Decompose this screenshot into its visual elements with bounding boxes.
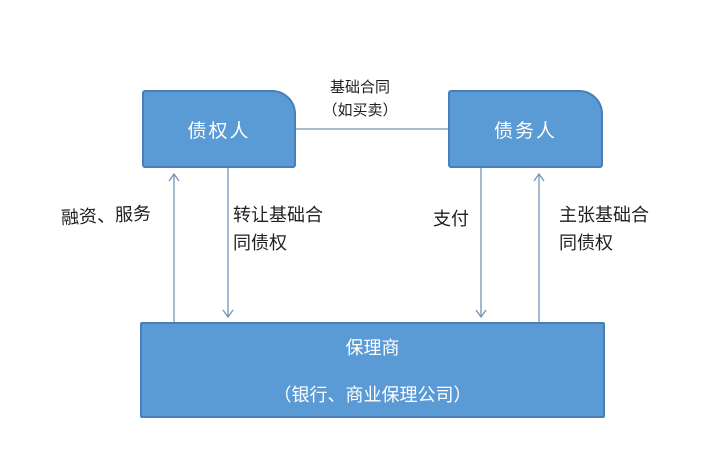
node-factor-label: 保理商 xyxy=(345,337,400,358)
edge-basic-contract-label-line2: （如买卖） xyxy=(322,102,398,119)
node-debtor-label: 债务人 xyxy=(493,120,557,142)
edge-pay-label: 支付 xyxy=(433,209,469,229)
node-creditor-label: 债权人 xyxy=(187,120,251,142)
edge-basic-contract-label: 基础合同 （如买卖） xyxy=(306,76,414,122)
edge-financing-label: 融资、服务 xyxy=(60,203,152,228)
node-debtor: 债务人 xyxy=(448,90,603,168)
edge-transfer-label: 转让基础合同债权 xyxy=(233,205,323,253)
node-factor-sublabel: （银行、商业保理公司） xyxy=(273,384,472,405)
edge-basic-contract-label-line1: 基础合同 xyxy=(329,79,390,96)
edge-claim-label: 主张基础合同债权 xyxy=(559,205,649,253)
node-creditor: 债权人 xyxy=(142,90,296,168)
node-factor: 保理商 （银行、商业保理公司） xyxy=(140,322,605,418)
